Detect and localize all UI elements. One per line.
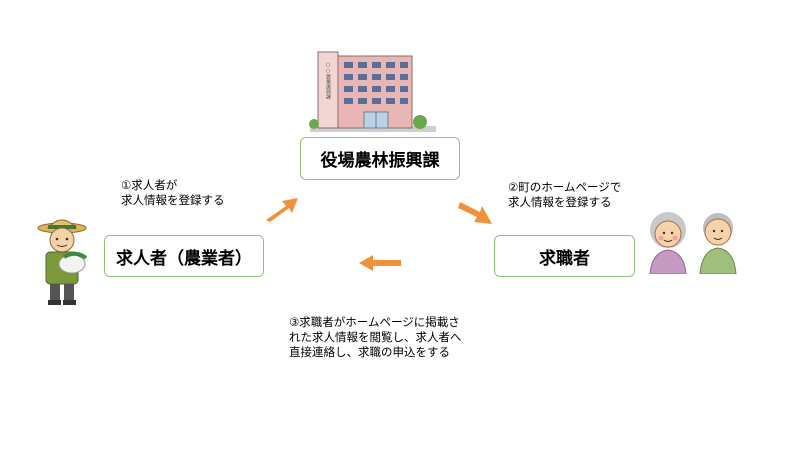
elderly-couple-icon	[649, 212, 737, 274]
farmer-icon	[37, 219, 88, 305]
employer-node: 求人者（農業者）	[104, 235, 264, 277]
step2-text: ②町のホームページで 求人情報を登録する	[508, 180, 622, 209]
office-label: 役場農林振興課	[320, 151, 440, 171]
office-node: 役場農林振興課	[300, 137, 460, 180]
step3-text: ③求職者がホームページに掲載さ れた求人情報を閲覧し、求人者へ 直接連絡し、求職…	[289, 315, 462, 359]
arrow-icon	[458, 202, 492, 224]
arrow-icon	[266, 198, 298, 222]
seeker-label: 求職者	[539, 248, 590, 269]
building-icon: ○○農業振興課	[309, 51, 436, 132]
employer-label: 求人者（農業者）	[116, 248, 252, 269]
arrow-icon	[359, 255, 401, 271]
building-sign: ○○農業振興課	[325, 62, 331, 100]
seeker-node: 求職者	[494, 235, 635, 277]
step1-text: ①求人者が 求人情報を登録する	[121, 178, 225, 207]
